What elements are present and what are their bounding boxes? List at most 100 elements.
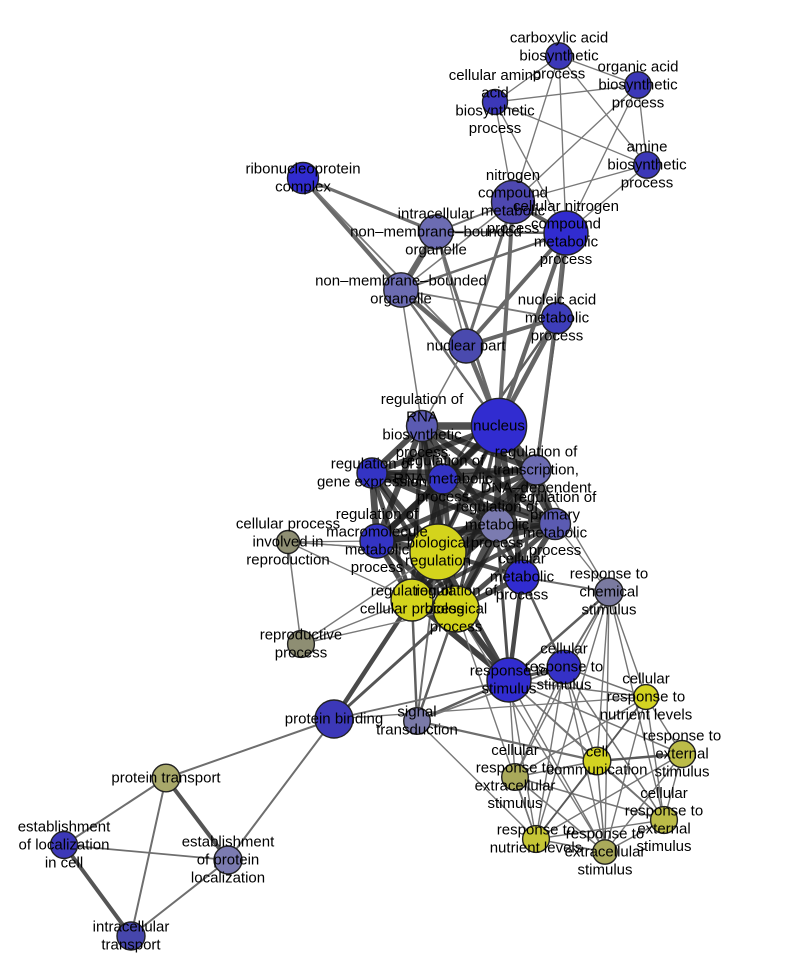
svg-text:response to: response to xyxy=(525,659,603,676)
svg-text:external: external xyxy=(655,746,708,763)
svg-text:regulation of: regulation of xyxy=(495,444,578,461)
svg-text:stimulus: stimulus xyxy=(577,861,632,878)
svg-text:stimulus: stimulus xyxy=(536,676,591,693)
svg-text:response to: response to xyxy=(566,826,644,843)
svg-text:process: process xyxy=(396,444,449,461)
svg-text:metabolic: metabolic xyxy=(523,524,588,541)
svg-text:in cell: in cell xyxy=(45,854,83,871)
svg-text:process: process xyxy=(621,174,674,191)
svg-text:nitrogen: nitrogen xyxy=(486,167,540,184)
svg-text:ribonucleoprotein: ribonucleoprotein xyxy=(245,161,360,178)
svg-text:regulation of: regulation of xyxy=(381,391,464,408)
svg-text:regulation: regulation xyxy=(405,552,471,569)
svg-text:protein binding: protein binding xyxy=(285,711,383,728)
svg-text:transcription,: transcription, xyxy=(493,462,579,479)
svg-text:chemical: chemical xyxy=(579,584,638,601)
svg-text:complex: complex xyxy=(275,178,331,195)
svg-text:process: process xyxy=(275,644,328,661)
svg-text:communication: communication xyxy=(547,761,648,778)
svg-text:regulation of: regulation of xyxy=(402,453,485,470)
svg-text:establishment: establishment xyxy=(18,819,111,836)
svg-text:non–membrane–bounded: non–membrane–bounded xyxy=(315,273,487,290)
svg-text:metabolic: metabolic xyxy=(490,569,555,586)
svg-text:RNA: RNA xyxy=(406,409,438,426)
svg-text:biosynthetic: biosynthetic xyxy=(519,48,599,65)
svg-text:response to: response to xyxy=(476,760,554,777)
svg-text:involved in: involved in xyxy=(253,534,324,551)
svg-text:regulation of: regulation of xyxy=(371,583,454,600)
svg-text:nucleic acid: nucleic acid xyxy=(518,292,596,309)
svg-text:signal: signal xyxy=(397,704,436,721)
svg-text:stimulus: stimulus xyxy=(581,601,636,618)
svg-text:extracellular: extracellular xyxy=(475,777,556,794)
svg-text:biological: biological xyxy=(425,601,488,618)
svg-text:organelle: organelle xyxy=(370,290,432,307)
svg-text:establishment: establishment xyxy=(182,834,275,851)
svg-text:macromolecule: macromolecule xyxy=(326,524,428,541)
svg-text:intracellular: intracellular xyxy=(398,206,475,223)
svg-text:stimulus: stimulus xyxy=(636,838,691,855)
svg-text:response to: response to xyxy=(570,566,648,583)
svg-text:process: process xyxy=(417,488,470,505)
svg-text:process: process xyxy=(496,586,549,603)
svg-text:metabolic: metabolic xyxy=(345,541,410,558)
svg-text:cellular amino: cellular amino xyxy=(449,67,542,84)
svg-text:regulation of: regulation of xyxy=(456,499,539,516)
svg-text:metabolic: metabolic xyxy=(481,202,546,219)
svg-text:of localization: of localization xyxy=(19,837,110,854)
svg-text:organic acid: organic acid xyxy=(598,59,679,76)
svg-text:localization: localization xyxy=(191,869,265,886)
svg-text:amine: amine xyxy=(627,139,668,156)
svg-text:compound: compound xyxy=(478,185,548,202)
svg-text:cellular process: cellular process xyxy=(360,600,464,617)
svg-text:process: process xyxy=(471,534,524,551)
svg-text:regulation of: regulation of xyxy=(415,583,498,600)
svg-text:process: process xyxy=(469,120,522,137)
svg-text:cellular: cellular xyxy=(498,551,546,568)
svg-text:process: process xyxy=(612,94,665,111)
svg-text:reproductive: reproductive xyxy=(260,627,343,644)
svg-text:cell: cell xyxy=(586,744,609,761)
svg-text:nutrient levels: nutrient levels xyxy=(490,839,583,856)
svg-text:process: process xyxy=(529,542,582,559)
svg-text:response to: response to xyxy=(497,822,575,839)
svg-text:regulation of: regulation of xyxy=(514,489,597,506)
svg-text:response to: response to xyxy=(625,803,703,820)
svg-text:stimulus: stimulus xyxy=(654,763,709,780)
svg-text:process: process xyxy=(351,559,404,576)
svg-text:response to: response to xyxy=(643,728,721,745)
svg-text:process: process xyxy=(540,251,593,268)
svg-text:cellular: cellular xyxy=(640,785,688,802)
svg-text:process: process xyxy=(487,220,540,237)
svg-text:cellular process: cellular process xyxy=(236,516,340,533)
svg-text:compound: compound xyxy=(531,216,601,233)
svg-text:metabolic: metabolic xyxy=(525,310,590,327)
svg-text:DNA–dependent: DNA–dependent xyxy=(481,479,593,496)
svg-text:cellular: cellular xyxy=(622,671,670,688)
svg-text:nuclear part: nuclear part xyxy=(426,338,506,355)
svg-text:gene expression: gene expression xyxy=(317,473,427,490)
svg-text:organelle: organelle xyxy=(405,241,467,258)
svg-text:stimulus: stimulus xyxy=(487,795,542,812)
svg-text:response to: response to xyxy=(470,663,548,680)
svg-text:process: process xyxy=(533,65,586,82)
svg-text:acid: acid xyxy=(481,85,509,102)
svg-text:external: external xyxy=(637,820,690,837)
svg-text:process: process xyxy=(531,327,584,344)
svg-text:stimulus: stimulus xyxy=(481,680,536,697)
svg-text:RNA metabolic: RNA metabolic xyxy=(393,471,493,488)
svg-text:extracellular: extracellular xyxy=(565,844,646,861)
svg-text:biosynthetic: biosynthetic xyxy=(455,102,535,119)
svg-text:protein transport: protein transport xyxy=(111,770,221,787)
svg-text:transport: transport xyxy=(101,936,161,953)
svg-text:transduction: transduction xyxy=(376,721,458,738)
svg-text:intracellular: intracellular xyxy=(93,919,170,936)
svg-text:biosynthetic: biosynthetic xyxy=(598,77,678,94)
svg-text:carboxylic acid: carboxylic acid xyxy=(510,30,608,47)
svg-text:nucleus: nucleus xyxy=(473,418,525,435)
svg-text:primary: primary xyxy=(530,507,581,524)
svg-text:of protein: of protein xyxy=(197,852,260,869)
svg-text:biosynthetic: biosynthetic xyxy=(382,426,462,443)
svg-text:nutrient levels: nutrient levels xyxy=(600,706,693,723)
svg-text:process: process xyxy=(430,618,483,635)
